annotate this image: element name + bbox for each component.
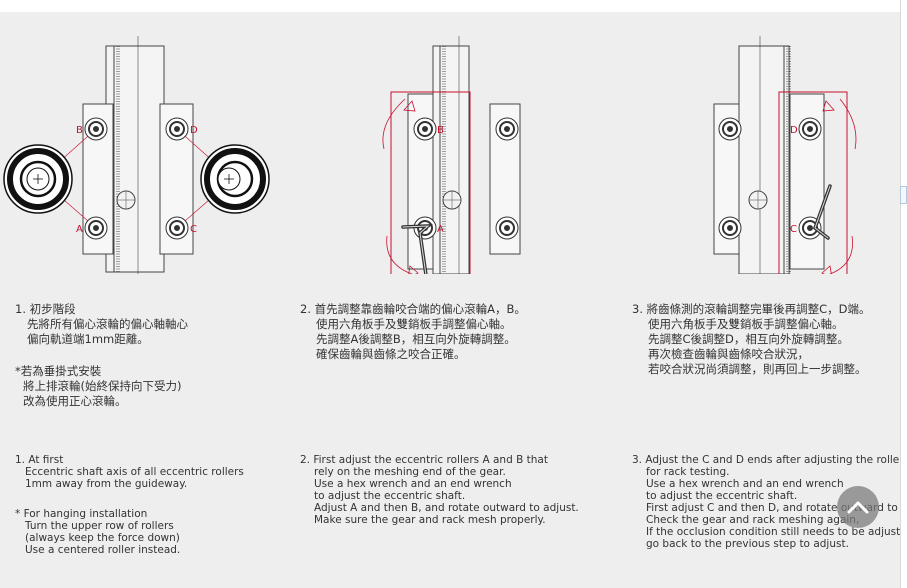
label-a: A [76, 224, 83, 235]
roller-b [413, 117, 437, 141]
step-2-zh-line: 先調整A後調整B，相互向外旋轉調整。 [316, 332, 516, 346]
step-3-en-line: go back to the previous step to adjust. [646, 538, 849, 550]
roller-d [165, 117, 189, 141]
label-b: B [76, 125, 83, 136]
step-1-en-heading: 1. At first [15, 454, 64, 466]
label-b: B [437, 125, 444, 136]
step-1-zh-line: 先將所有偏心滾輪的偏心軸軸心 [27, 317, 188, 331]
label-a: A [437, 224, 444, 235]
step-3-en-line: Use a hex wrench and an end wrench [646, 478, 844, 490]
step-2-en-line: Adjust A and then B, and rotate outward … [314, 502, 579, 514]
label-d: D [190, 125, 198, 136]
roller-a [84, 216, 108, 240]
roller-d [798, 117, 822, 141]
step-3-zh-line: 使用六角板手及雙銷板手調整偏心軸。 [648, 317, 844, 331]
step-1-zh-line: 偏向軌道端1mm距離。 [27, 332, 149, 346]
step-1-en-note-line: (always keep the force down) [25, 532, 180, 544]
step-3-en-line: Check the gear and rack meshing again, [646, 514, 860, 526]
step-2-en-line: Use a hex wrench and an end wrench [314, 478, 512, 490]
step-1-zh-note-heading: *若為垂掛式安裝 [15, 364, 102, 378]
label-c: C [190, 224, 197, 235]
step-1-en-note-line: Turn the upper row of rollers [25, 520, 174, 532]
step-3-zh-line: 先調整C後調整D，相互向外旋轉調整。 [648, 332, 849, 346]
step-1-en-line: Eccentric shaft axis of all eccentric ro… [25, 466, 244, 478]
eccentric-roller-detail-right [200, 144, 270, 214]
step-1-en-note-heading: * For hanging installation [15, 508, 148, 520]
step-3-en-line: If the occlusion condition still needs t… [646, 526, 907, 538]
step-2-zh-line: 使用六角板手及雙銷板手調整偏心軸。 [316, 317, 512, 331]
step-3-zh-heading: 3. 將齒條測的滾輪調整完畢後再調整C，D端。 [632, 302, 871, 316]
step-3-zh-line: 若咬合狀況尚須調整，則再回上一步調整。 [648, 362, 867, 376]
diagram-step-2: B A [382, 36, 521, 274]
step-2-zh-heading: 2. 首先調整靠齒輪咬合端的偏心滾輪A，B。 [300, 302, 526, 316]
step-1-zh-heading: 1. 初步階段 [15, 302, 76, 316]
diagram-step-3: D C [713, 36, 857, 274]
step-2-zh-line: 確保齒輪與齒條之咬合正確。 [316, 347, 466, 361]
step-1-zh-note-line: 改為使用正心滾輪。 [23, 394, 127, 408]
step-2-en-line: to adjust the eccentric shaft. [314, 490, 466, 502]
label-d: D [790, 125, 798, 136]
step-1-en-note-line: Use a centered roller instead. [25, 544, 181, 556]
roller-b [84, 117, 108, 141]
vertical-scrollbar[interactable] [900, 0, 907, 588]
chevron-up-icon [847, 501, 869, 514]
step-2-en-heading: 2. First adjust the eccentric rollers A … [300, 454, 548, 466]
eccentric-roller-detail-left [3, 144, 73, 214]
step-2-en-line: Make sure the gear and rack mesh properl… [314, 514, 546, 526]
back-to-top-button[interactable] [837, 486, 879, 528]
step-3-en-line: to adjust the eccentric shaft. [646, 490, 798, 502]
step-3-zh-line: 再次檢查齒輪與齒條咬合狀況， [648, 347, 809, 361]
step-1-zh-note-line: 將上排滾輪(始終保持向下受力) [23, 379, 182, 393]
label-c: C [790, 224, 797, 235]
roller-c [165, 216, 189, 240]
step-3-en-line: for rack testing. [646, 466, 730, 478]
diagram-step-1: B D A C [3, 36, 270, 274]
step-3-en-heading: 3. Adjust the C and D ends after adjusti… [632, 454, 904, 466]
step-1-en-line: 1mm away from the guideway. [25, 478, 188, 490]
scrollbar-thumb[interactable] [900, 186, 907, 204]
step-2-en-line: rely on the meshing end of the gear. [314, 466, 506, 478]
